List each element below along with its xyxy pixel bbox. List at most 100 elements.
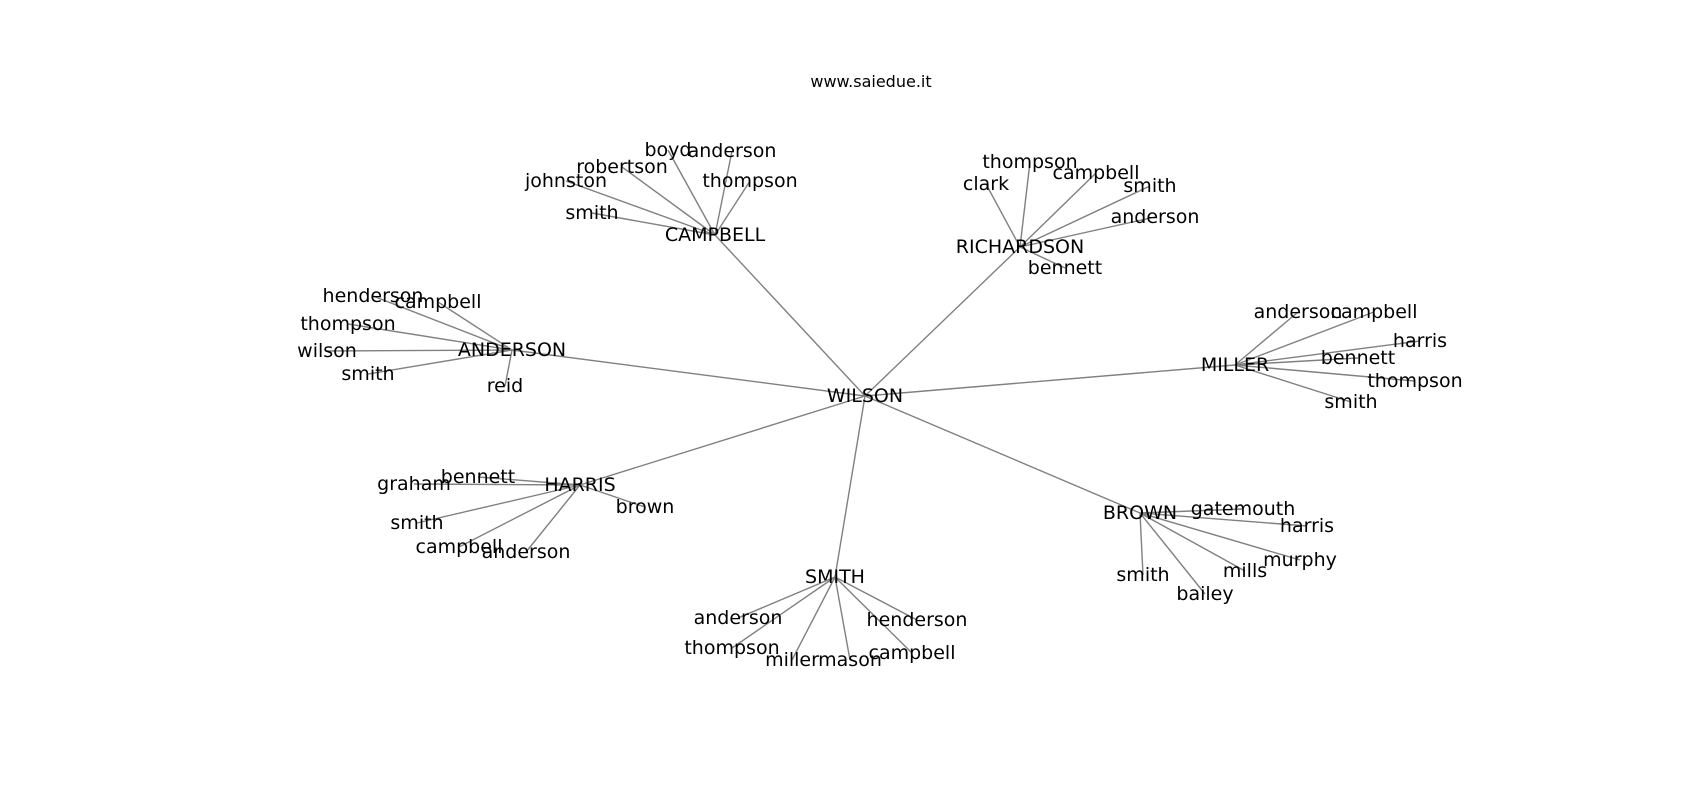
diagram-title: www.saiedue.it	[810, 72, 932, 91]
edge-richardson-bennett	[1019, 246, 1066, 269]
edge-anderson-reid	[504, 349, 513, 387]
edge-campbell-johnston	[565, 180, 716, 236]
leaf-node-label: clark	[963, 173, 1009, 195]
edge-miller-anderson	[1234, 311, 1299, 366]
leaf-node-label: thompson	[982, 151, 1077, 173]
edge-center-campbell	[714, 234, 866, 397]
leaf-node-label: graham	[377, 473, 451, 495]
edge-campbell-anderson	[714, 150, 733, 236]
edge-smith-miller	[791, 576, 836, 661]
center-node-label: WILSON	[827, 385, 903, 407]
edge-harris-brown	[579, 484, 646, 508]
edge-harris-campbell	[458, 484, 581, 548]
hub-node-label-harris: HARRIS	[544, 474, 615, 496]
node-labels: WILSONCAMPBELLboydandersonrobertsonthomp…	[297, 139, 1462, 671]
leaf-node-label: bennett	[1028, 257, 1102, 279]
leaf-node-label: smith	[1123, 175, 1176, 197]
leaf-node-label: anderson	[482, 541, 571, 563]
leaf-node-label: harris	[1393, 330, 1447, 352]
edge-center-smith	[834, 395, 866, 578]
leaf-node-label: anderson	[1254, 301, 1343, 323]
edge-miller-harris	[1234, 340, 1421, 366]
leaf-node-label: smith	[1324, 391, 1377, 413]
edge-center-anderson	[511, 349, 866, 397]
leaf-node-label: brown	[616, 496, 675, 518]
leaf-node-label: campbell	[1053, 162, 1140, 184]
edge-richardson-clark	[985, 183, 1021, 248]
edge-campbell-robertson	[621, 166, 716, 236]
leaf-node-label: smith	[341, 363, 394, 385]
hub-node-label-miller: MILLER	[1201, 354, 1269, 376]
edge-campbell-thompson	[714, 180, 751, 236]
leaf-node-label: anderson	[1111, 206, 1200, 228]
edge-brown-bailey	[1139, 512, 1206, 595]
leaf-node-label: thompson	[1367, 370, 1462, 392]
edge-harris-smith	[416, 484, 581, 524]
leaf-node-label: miller	[765, 649, 819, 671]
edge-campbell-boyd	[667, 149, 716, 236]
edge-anderson-campbell	[437, 301, 513, 351]
leaf-node-label: reid	[487, 375, 523, 397]
leaf-node-label: robertson	[576, 156, 668, 178]
edge-anderson-wilson	[326, 349, 513, 352]
leaf-node-label: bennett	[441, 466, 515, 488]
edge-brown-mills	[1139, 512, 1246, 572]
edge-miller-bennett	[1234, 357, 1359, 366]
leaf-node-label: thompson	[702, 170, 797, 192]
edges	[326, 149, 1421, 661]
edge-richardson-smith	[1019, 185, 1151, 248]
leaf-node-label: bailey	[1176, 583, 1233, 605]
hub-node-label-anderson: ANDERSON	[458, 339, 566, 361]
edge-smith-campbell	[834, 576, 913, 654]
edge-smith-anderson	[737, 576, 836, 619]
leaf-node-label: harris	[1280, 515, 1334, 537]
edge-brown-murphy	[1139, 512, 1301, 561]
edge-harris-graham	[413, 483, 581, 486]
leaf-node-label: thompson	[684, 637, 779, 659]
leaf-node-label: anderson	[694, 607, 783, 629]
leaf-node-label: boyd	[645, 139, 692, 161]
edge-center-harris	[579, 395, 866, 486]
leaf-node-label: wilson	[297, 340, 357, 362]
edge-richardson-campbell	[1019, 172, 1097, 248]
hub-node-label-richardson: RICHARDSON	[956, 236, 1084, 258]
edge-campbell-smith	[591, 212, 716, 236]
leaf-node-label: campbell	[416, 536, 503, 558]
edge-richardson-anderson	[1019, 216, 1156, 248]
leaf-node-label: johnston	[524, 170, 607, 192]
edge-center-brown	[864, 395, 1141, 514]
edge-richardson-thompson	[1019, 161, 1031, 248]
leaf-node-label: murphy	[1263, 549, 1337, 571]
edge-anderson-henderson	[372, 295, 513, 351]
leaf-node-label: henderson	[867, 609, 968, 631]
edge-center-richardson	[864, 246, 1021, 397]
edge-miller-thompson	[1234, 364, 1416, 382]
edge-anderson-thompson	[347, 323, 513, 351]
hub-node-label-campbell: CAMPBELL	[665, 224, 766, 246]
leaf-node-label: thompson	[300, 313, 395, 335]
leaf-node-label: mason	[818, 649, 882, 671]
edge-brown-harris	[1139, 512, 1308, 527]
leaf-node-label: mills	[1223, 560, 1267, 582]
leaf-node-label: campbell	[395, 291, 482, 313]
edge-smith-mason	[834, 576, 851, 661]
edge-harris-bennett	[477, 476, 581, 486]
edge-smith-henderson	[834, 576, 918, 621]
hub-node-label-smith: SMITH	[805, 566, 865, 588]
hub-node-label-brown: BROWN	[1103, 502, 1177, 524]
edge-miller-smith	[1234, 364, 1352, 403]
edge-brown-gatemouth	[1139, 508, 1244, 514]
leaf-node-label: campbell	[1331, 301, 1418, 323]
leaf-node-label: gatemouth	[1191, 498, 1296, 520]
leaf-node-label: smith	[390, 512, 443, 534]
edge-miller-campbell	[1234, 311, 1375, 366]
leaf-node-label: henderson	[323, 285, 424, 307]
edge-harris-anderson	[525, 484, 581, 553]
leaf-node-label: anderson	[688, 140, 777, 162]
leaf-node-label: smith	[565, 202, 618, 224]
leaf-node-label: campbell	[869, 642, 956, 664]
leaf-node-label: bennett	[1321, 347, 1395, 369]
edge-brown-smith	[1139, 512, 1144, 576]
